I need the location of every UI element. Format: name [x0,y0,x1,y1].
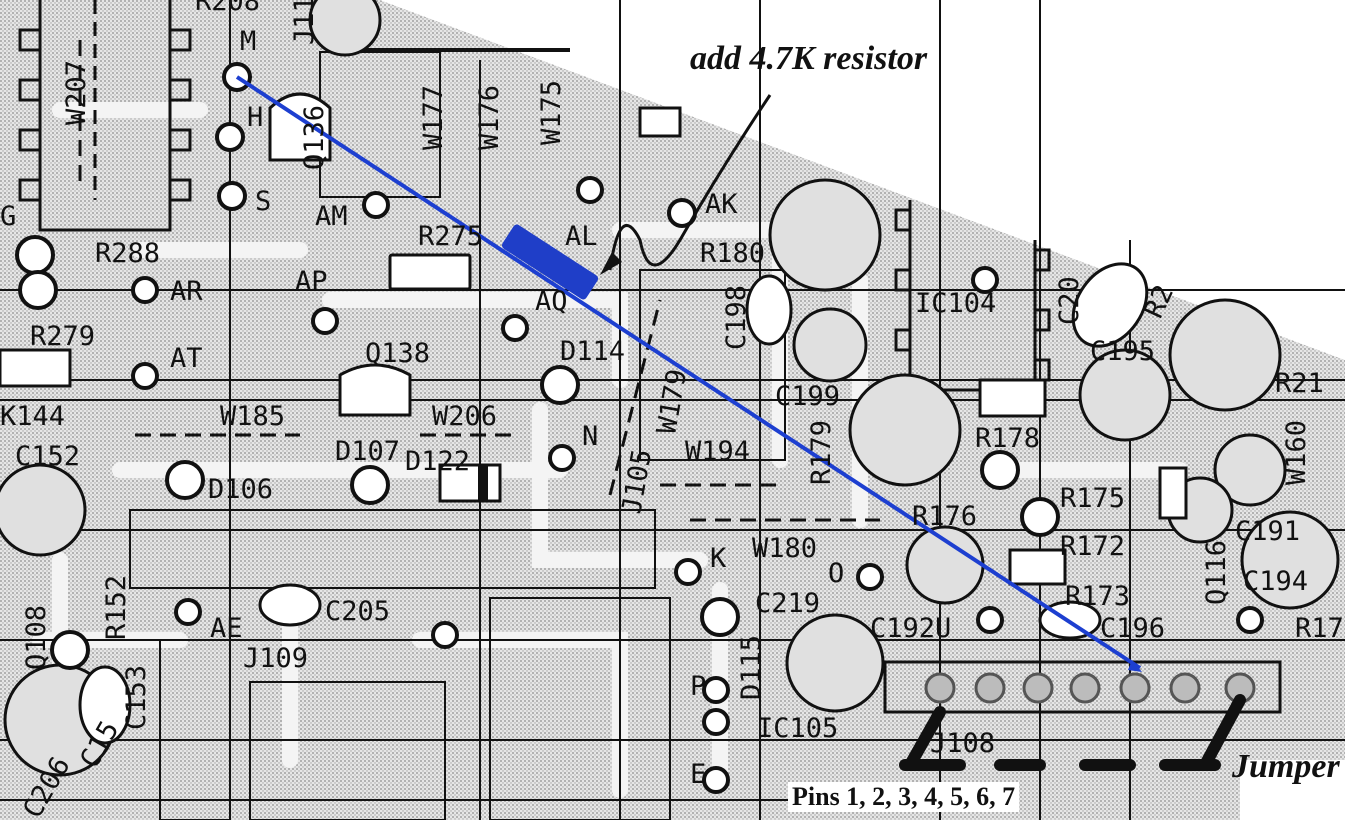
label-w160: W160 [1281,420,1312,485]
label-ae: AE [210,613,243,644]
label-r179: R179 [806,420,837,485]
label-q136: Q136 [299,105,330,170]
label-c152: C152 [15,441,80,472]
label-r21: R21 [1275,368,1324,399]
label-c219: C219 [755,588,820,619]
label-c192u: C192U [870,613,951,644]
label-g: G [0,201,16,232]
label-n: N [582,421,598,452]
label-r275: R275 [418,221,483,252]
label-h: H [247,102,263,133]
annotation-pins: Pins 1, 2, 3, 4, 5, 6, 7 [788,782,1020,812]
label-o: O [828,558,844,589]
label-am: AM [315,201,348,232]
label-w206: W206 [432,401,497,432]
label-q116: Q116 [1201,540,1232,605]
label-w185: W185 [220,401,285,432]
label-aq: AQ [535,286,568,317]
label-e: E [690,759,706,790]
added-resistor [501,224,599,300]
label-k: K [710,543,727,574]
label-r178: R178 [975,423,1040,454]
label-c191: C191 [1235,516,1300,547]
label-ap: AP [295,266,328,297]
label-m: M [240,26,256,57]
label-w207: W207 [61,60,92,125]
label-ak: AK [705,189,738,220]
label-c199: C199 [775,381,840,412]
label-r288: R288 [95,238,160,269]
label-r176: R176 [912,501,977,532]
label-ic104: IC104 [915,288,996,319]
label-j108: J108 [930,728,995,759]
label-d115: D115 [736,635,767,700]
label-r152: R152 [101,575,132,640]
label-r208: R208 [195,0,260,17]
label-ic105: IC105 [757,713,838,744]
label-d106: D106 [208,474,273,505]
label-w194: W194 [685,436,750,467]
label-c195: C195 [1090,336,1155,367]
label-w177: W177 [418,85,449,150]
label-ar: AR [170,276,203,307]
label-r180: R180 [700,238,765,269]
label-al: AL [565,221,598,252]
label-at: AT [170,343,203,374]
label-p: P [690,671,706,702]
added-wire [235,75,1142,670]
label-s: S [255,186,271,217]
label-j109: J109 [243,643,308,674]
label-w180: W180 [752,533,817,564]
label-d114: D114 [560,336,625,367]
label-r279: R279 [30,321,95,352]
label-d122: D122 [405,446,470,477]
label-c194: C194 [1243,566,1308,597]
label-w176: W176 [474,85,505,150]
label-j11: J11 [289,0,320,45]
label-q138: Q138 [365,338,430,369]
label-c205: C205 [325,596,390,627]
annotation-jumper: Jumper [1232,748,1340,785]
label-r175: R175 [1060,483,1125,514]
label-k144: K144 [0,401,65,432]
annotation-add-resistor: add 4.7K resistor [690,40,928,77]
label-d107: D107 [335,436,400,467]
label-r17: R17 [1295,613,1344,644]
label-c196: C196 [1100,613,1165,644]
label-w175: W175 [536,80,567,145]
label-c20: C20 [1054,276,1085,325]
label-r173: R173 [1065,581,1130,612]
label-c198: C198 [721,285,752,350]
label-q108: Q108 [21,605,52,670]
label-c153: C153 [121,665,152,730]
label-r172: R172 [1060,531,1125,562]
